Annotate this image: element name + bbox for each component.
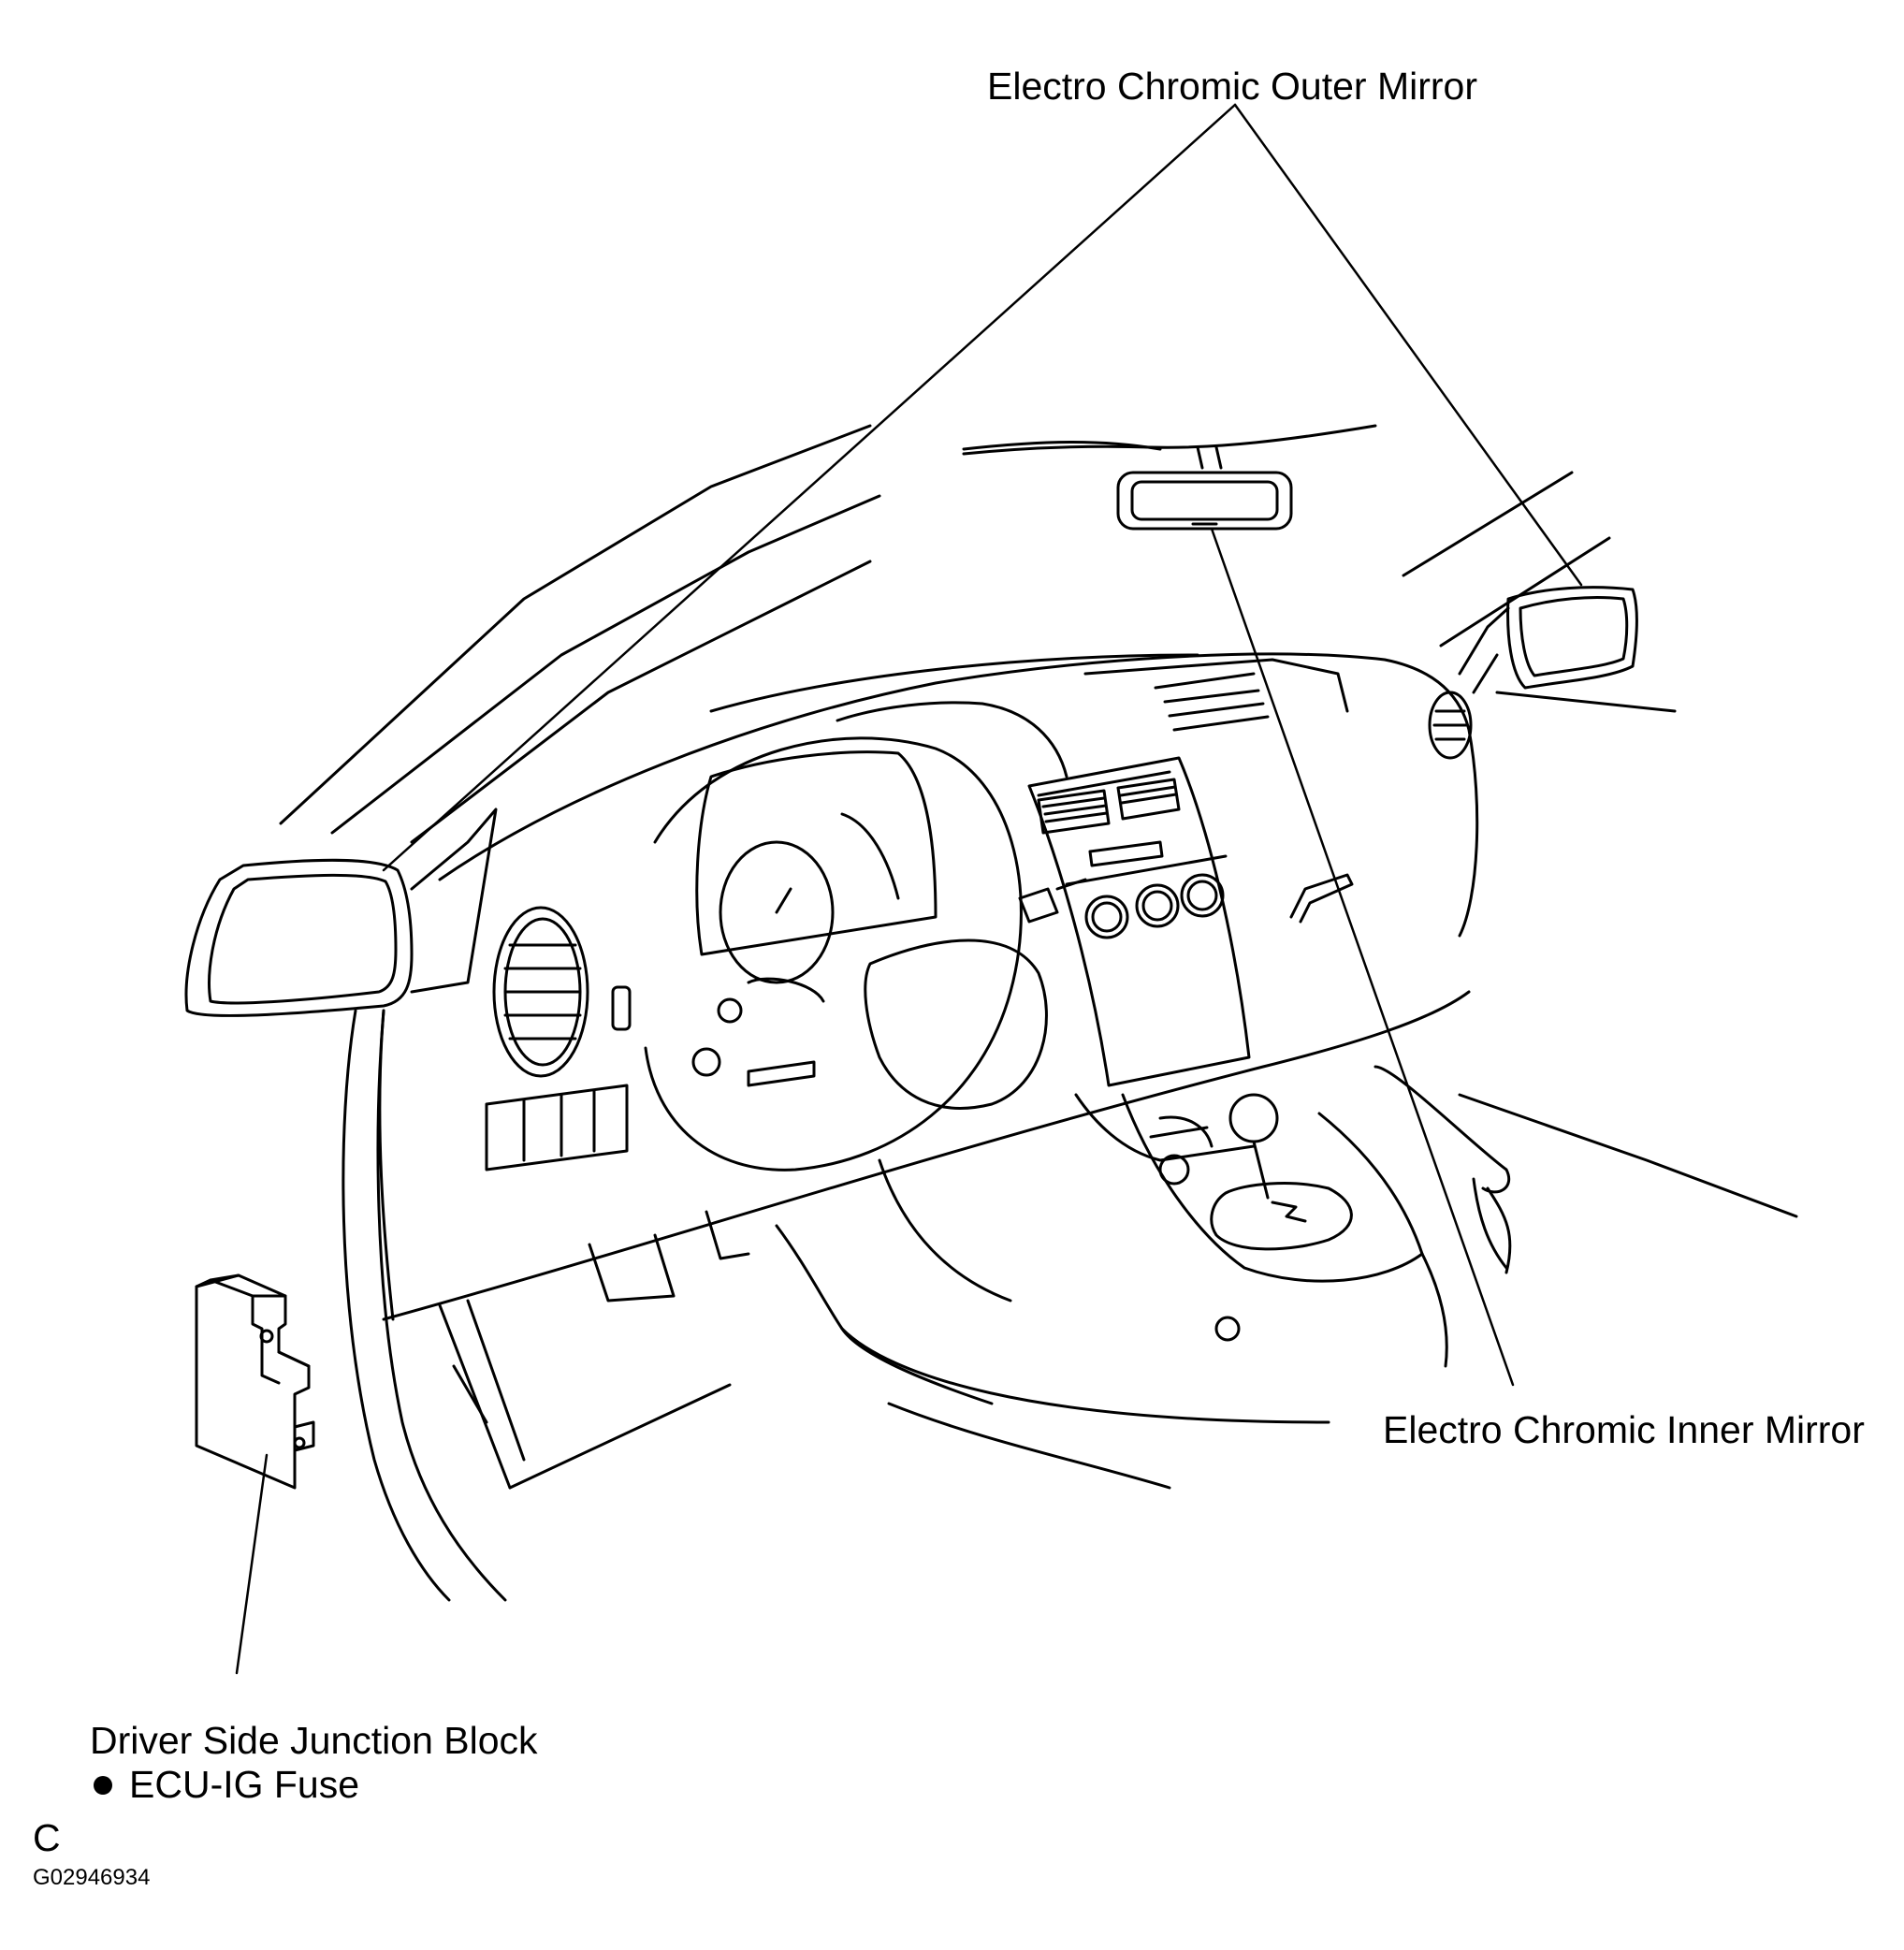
center-console — [1027, 756, 1256, 1162]
shifter-and-tunnel — [1121, 1065, 1798, 1368]
leader-outer-mirror-left — [382, 103, 1237, 872]
junction-block-label: Driver Side Junction Block — [90, 1719, 538, 1762]
inner-mirror-label: Electro Chromic Inner Mirror — [1383, 1408, 1865, 1451]
leader-lines — [235, 103, 1583, 1675]
instrument-cluster — [695, 750, 937, 984]
fuse-bullet-row: ECU-IG Fuse — [90, 1766, 359, 1804]
junction-block-drawing — [195, 1273, 315, 1490]
inner-mirror-drawing — [1116, 445, 1293, 531]
leader-junction-block — [235, 1453, 269, 1675]
section-letter: C — [33, 1816, 61, 1859]
leader-outer-mirror-right — [1233, 103, 1583, 587]
leader-inner-mirror — [1210, 527, 1515, 1387]
left-outer-mirror-drawing — [184, 808, 498, 1017]
dashboard-outline — [378, 652, 1479, 1321]
floor-and-pedals — [438, 1158, 1330, 1490]
right-outer-mirror-drawing — [1458, 586, 1638, 694]
headliner-edge — [962, 424, 1377, 456]
left-vent-and-switches — [485, 906, 632, 1171]
door-pillar — [342, 1009, 507, 1602]
figure-code: G02946934 — [33, 1865, 151, 1890]
fuse-label: ECU-IG Fuse — [129, 1763, 360, 1806]
windshield-pillar-lines — [279, 424, 1677, 844]
outer-mirror-label: Electro Chromic Outer Mirror — [987, 65, 1477, 108]
bullet-icon — [94, 1775, 112, 1795]
